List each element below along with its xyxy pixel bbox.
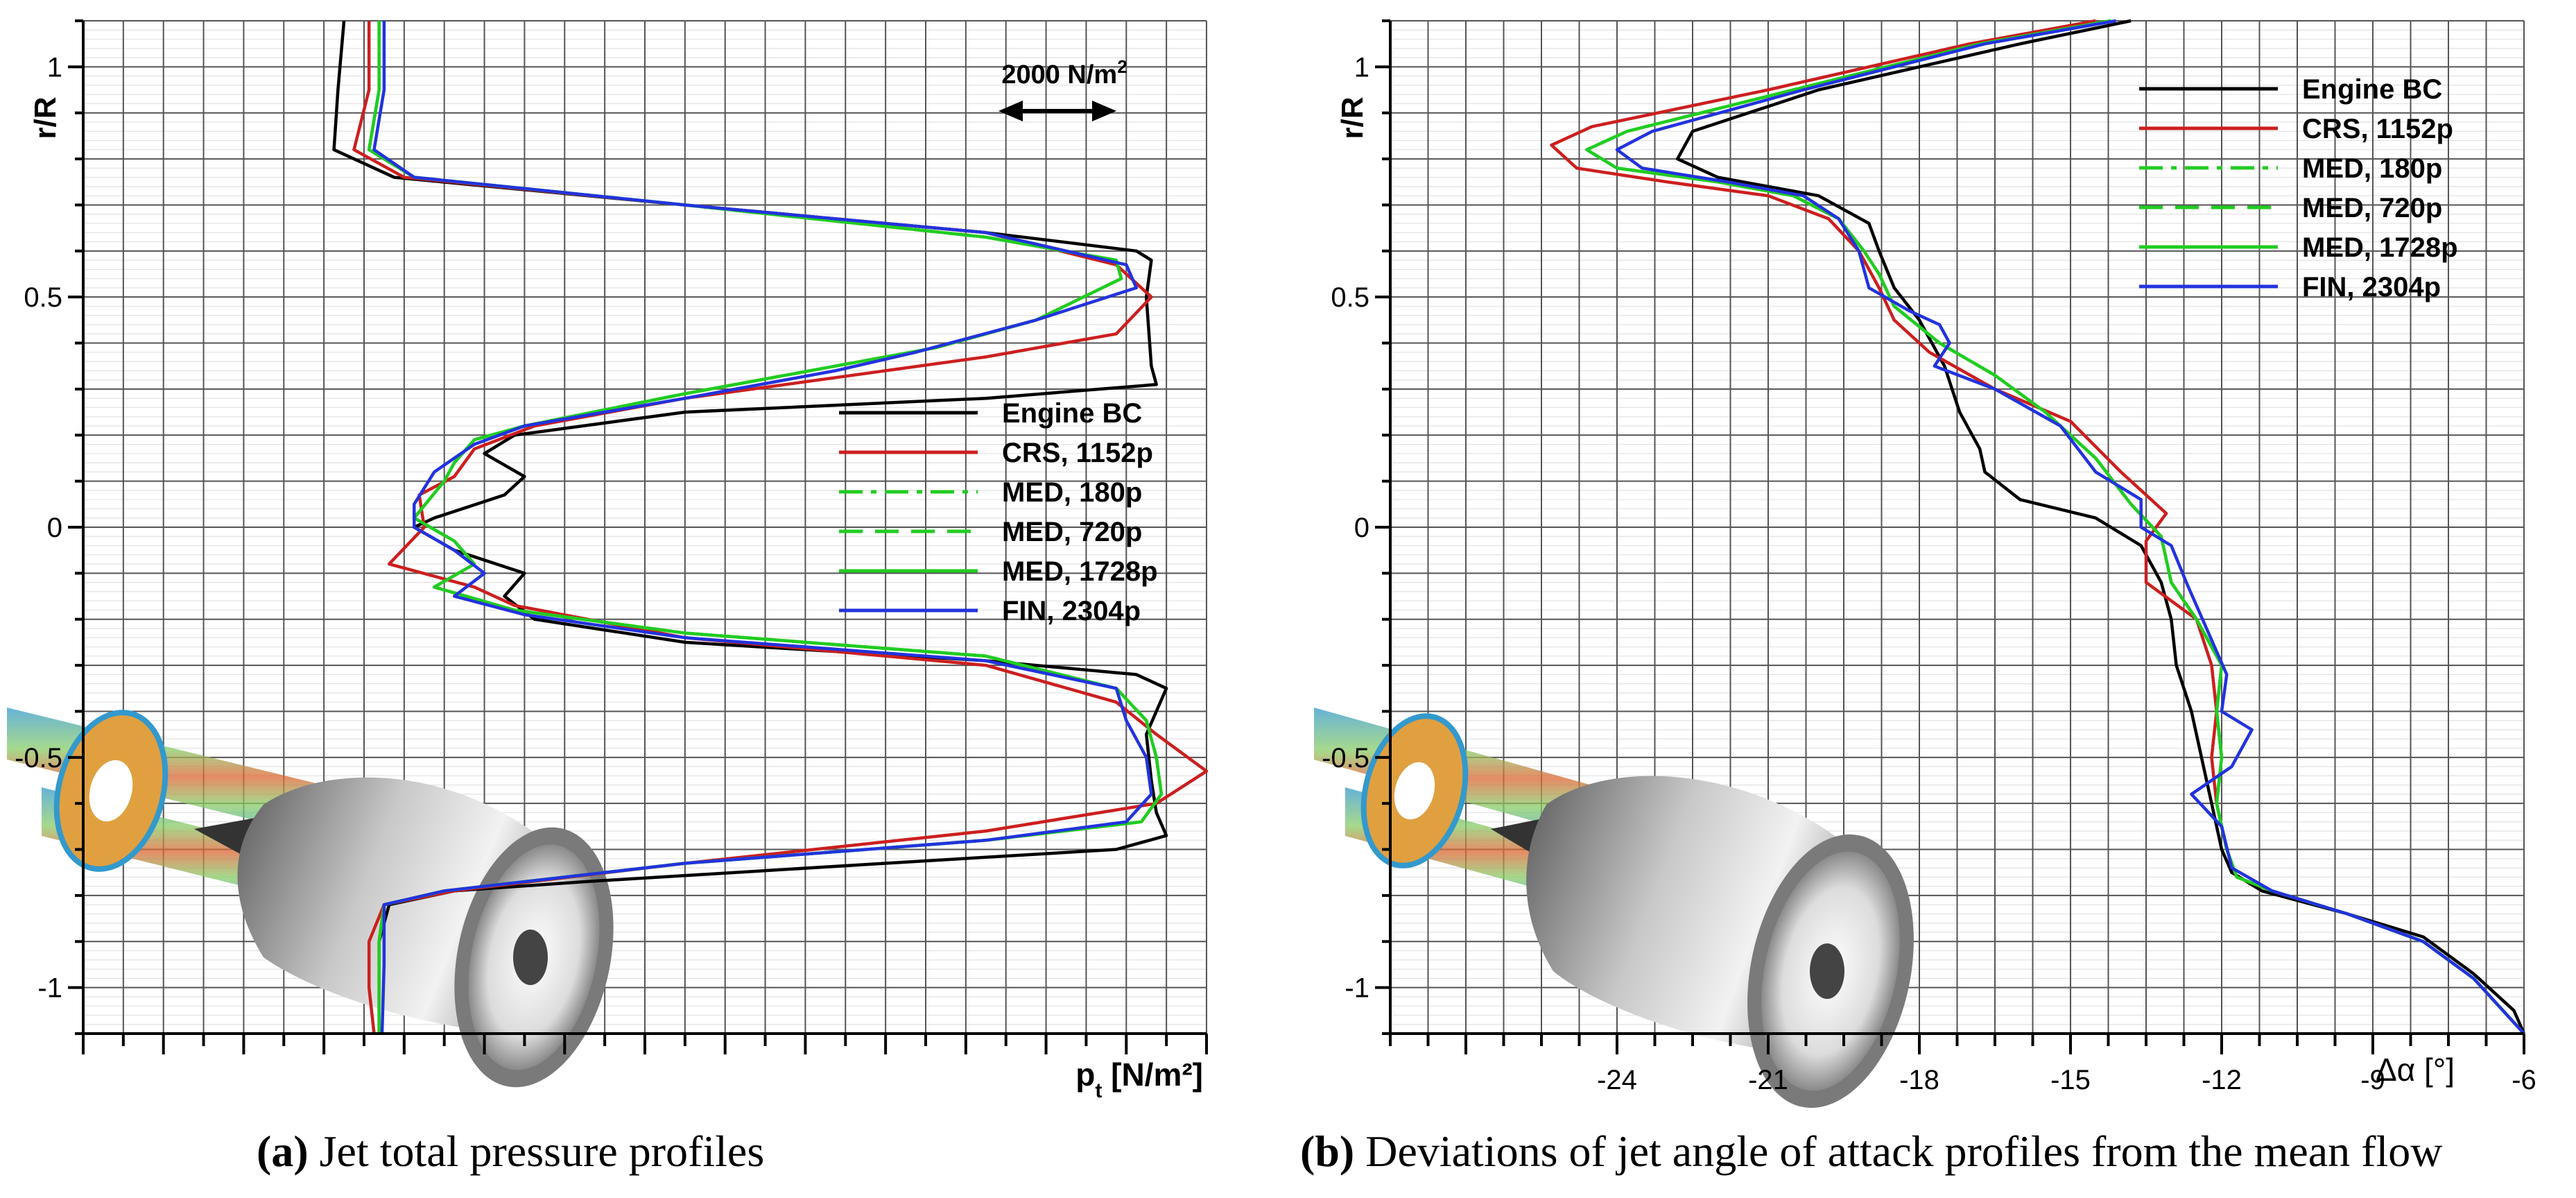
x-tick-label: -12 — [2202, 1065, 2242, 1095]
x-axis-label: Δα [°] — [2376, 1052, 2455, 1088]
axes — [1375, 19, 2525, 1054]
y-tick-label: -1 — [37, 973, 62, 1004]
caption-letter: (a) — [257, 1127, 309, 1176]
panel-b: -1 -0.5 0 0.5 1 -24 -21 -18 -15 -12 -9 -6 r/R Δα [… — [1314, 19, 2536, 1109]
scale-bar-arrowhead-right — [1092, 101, 1116, 121]
scale-bar-arrowhead-left — [999, 101, 1023, 121]
legend-label: MED, 1728p — [1002, 556, 1158, 587]
legend-label: MED, 180p — [1002, 477, 1142, 508]
y-axis-label: r/R — [1335, 96, 1369, 139]
y-tick-label: 1 — [47, 52, 62, 83]
x-tick-label: -6 — [2512, 1065, 2536, 1095]
caption-text: Deviations of jet angle of attack profil… — [1365, 1127, 2443, 1176]
panel-a: -1 -0.5 0 0.5 1 r/R pt [N/m²] 2000 N/m2 Engi… — [7, 19, 1209, 1102]
caption-a: (a) Jet total pressure profiles — [257, 1120, 764, 1183]
caption-letter: (b) — [1300, 1127, 1355, 1176]
legend-label: MED, 720p — [1002, 517, 1142, 547]
y-tick-label: -0.5 — [1322, 743, 1369, 773]
caption-b: (b) Deviations of jet angle of attack pr… — [1300, 1120, 2442, 1183]
y-tick-label: 1 — [1354, 52, 1369, 83]
x-tick-label: -18 — [1899, 1065, 1939, 1095]
series-line — [1585, 19, 2525, 1035]
scale-bar-label: 2000 N/m2 — [1001, 56, 1127, 89]
legend-label: MED, 180p — [2302, 153, 2442, 184]
engine-illustration — [7, 708, 614, 1088]
legend-label: Engine BC — [1002, 398, 1142, 429]
x-tick-label: -9 — [2360, 1065, 2385, 1095]
series-group — [1550, 19, 2526, 1035]
y-tick-label: 0.5 — [24, 282, 62, 313]
y-tick-label: -1 — [1345, 973, 1369, 1004]
legend-label: CRS, 1152p — [2302, 114, 2453, 144]
scale-bar: 2000 N/m2 — [999, 56, 1127, 121]
axes — [68, 19, 1208, 1054]
y-tick-labels: -1 -0.5 0 0.5 1 — [1322, 52, 1369, 1003]
x-tick-label: -15 — [2050, 1065, 2091, 1095]
series-group — [332, 20, 1209, 1034]
y-tick-label: -0.5 — [15, 743, 62, 773]
caption-text: Jet total pressure profiles — [319, 1127, 765, 1176]
legend-label: MED, 720p — [2302, 193, 2442, 223]
x-tick-label: -21 — [1748, 1065, 1788, 1095]
series-line — [1675, 19, 2526, 1034]
legend-label: Engine BC — [2302, 74, 2442, 105]
series-line — [1615, 19, 2525, 1035]
x-axis-label: pt [N/m²] — [1075, 1056, 1203, 1102]
legend-label: CRS, 1152p — [1002, 438, 1153, 468]
y-tick-labels: -1 -0.5 0 0.5 1 — [15, 52, 62, 1003]
x-tick-labels: -24 -21 -18 -15 -12 -9 -6 — [1597, 1065, 2536, 1095]
y-tick-label: 0.5 — [1331, 282, 1369, 313]
y-tick-label: 0 — [47, 513, 62, 543]
x-tick-label: -24 — [1597, 1065, 1637, 1095]
legend-label: FIN, 2304p — [2302, 272, 2441, 302]
y-tick-label: 0 — [1354, 513, 1369, 543]
series-line — [372, 21, 1153, 1034]
legend-label: MED, 1728p — [2302, 232, 2458, 263]
y-axis-label: r/R — [28, 96, 62, 139]
legend-label: FIN, 2304p — [1002, 596, 1141, 626]
engine-illustration — [1314, 708, 1914, 1109]
